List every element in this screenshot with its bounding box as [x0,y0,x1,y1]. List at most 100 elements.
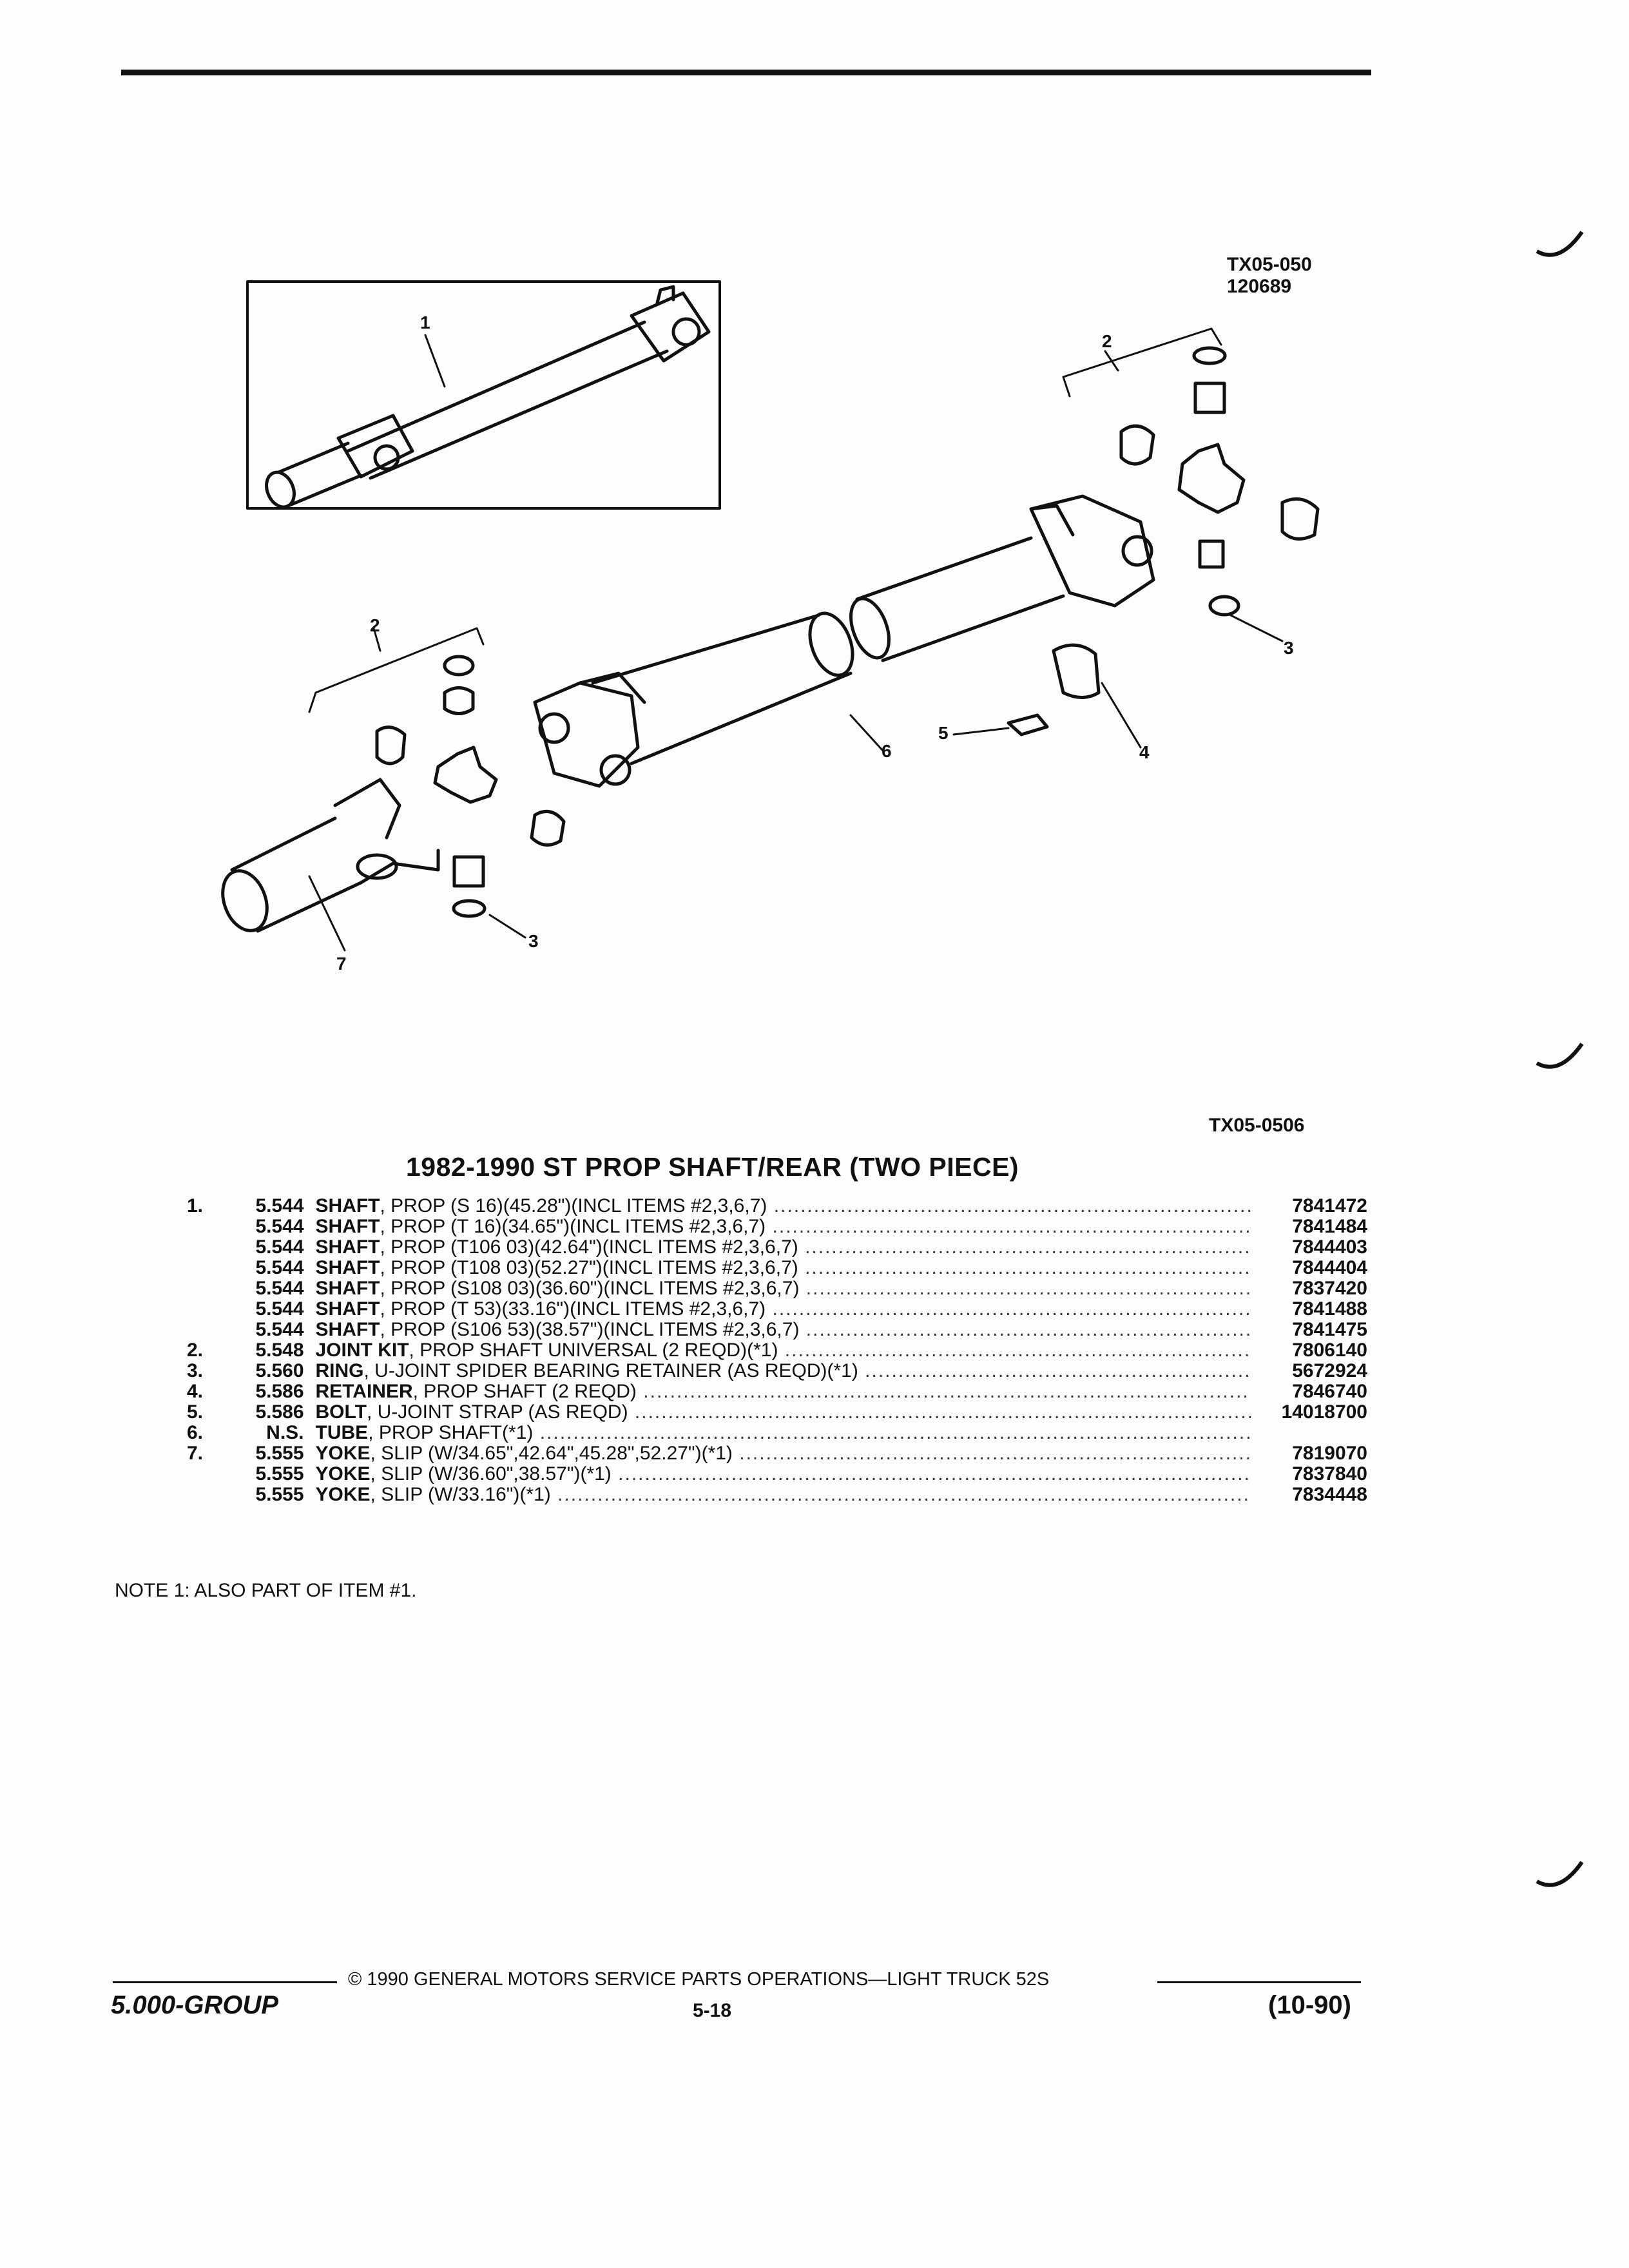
ujoint-bolt [1007,713,1049,736]
callout-7: 7 [336,954,347,974]
part-description: SHAFT, PROP (T 16)(34.65")(INCL ITEMS #2… [316,1216,1251,1237]
part-number: 7841472 [1292,1196,1367,1216]
part-name: SHAFT [315,1320,380,1340]
copyright-line: © 1990 GENERAL MOTORS SERVICE PARTS OPER… [348,1969,1050,1990]
part-detail: , PROP SHAFT UNIVERSAL (2 REQD)(*1) [409,1340,778,1361]
part-name: SHAFT [315,1237,380,1258]
part-detail: , PROP (S 16)(45.28")(INCL ITEMS #2,3,6,… [380,1196,767,1216]
part-name: YOKE [315,1485,371,1505]
part-number: 7834448 [1292,1485,1367,1505]
part-number: 7841488 [1292,1299,1367,1320]
part-detail: , PROP (T 16)(34.65")(INCL ITEMS #2,3,6,… [380,1216,766,1237]
table-row: 6.N.S.TUBE, PROP SHAFT(*1) .............… [187,1423,1367,1443]
part-name: JOINT KIT [315,1340,409,1361]
part-number: 7841475 [1292,1320,1367,1340]
table-row: 4. 5.586 RETAINER, PROP SHAFT (2 REQD) ...… [187,1381,1367,1402]
part-number: 7846740 [1292,1381,1367,1402]
top-rule [121,70,1371,75]
slip-yoke [221,778,440,933]
leader-dots: ........................................… [784,1340,1251,1361]
item-number [187,1485,233,1505]
part-number: 7844403 [1292,1237,1367,1258]
item-number: 2. [187,1340,204,1361]
group-number: 5.555 [255,1443,304,1464]
retainer-strap [1052,643,1101,699]
item-number [187,1464,233,1485]
part-description: YOKE, SLIP (W/36.60",38.57")(*1) .......… [316,1464,1251,1485]
part-name: SHAFT [315,1216,380,1237]
table-row: 5.544 SHAFT, PROP (T 16)(34.65")(INCL ITE… [187,1216,1367,1237]
leader-dots: ........................................… [865,1361,1251,1381]
part-detail: , PROP (S106 53)(38.57")(INCL ITEMS #2,3… [380,1320,800,1340]
part-detail: , PROP (T106 03)(42.64")(INCL ITEMS #2,3… [380,1237,798,1258]
part-detail: , U-JOINT SPIDER BEARING RETAINER (AS RE… [363,1361,858,1381]
item-number: 3. [187,1361,204,1381]
part-number: 7841484 [1292,1216,1367,1237]
part-detail: , SLIP (W/33.16")(*1) [370,1485,551,1505]
group-number: 5.544 [255,1216,304,1237]
part-description: JOINT KIT, PROP SHAFT UNIVERSAL (2 REQD)… [316,1340,1251,1361]
part-description: SHAFT, PROP (S 16)(45.28")(INCL ITEMS #2… [316,1196,1251,1216]
group-number: 5.555 [255,1485,304,1505]
group-number: 5.586 [255,1381,304,1402]
item-number: 7. [187,1443,204,1464]
leader-dots: ........................................… [772,1299,1250,1320]
part-detail: , SLIP (W/34.65",42.64",45.28",52.27")(*… [370,1443,733,1464]
part-detail: , PROP (T 53)(33.16")(INCL ITEMS #2,3,6,… [380,1299,766,1320]
part-number: 7819070 [1292,1443,1367,1464]
part-description: RETAINER, PROP SHAFT (2 REQD) ..........… [316,1381,1251,1402]
group-number: 5.586 [255,1402,304,1423]
group-number: 5.544 [255,1196,304,1216]
part-detail: , PROP (T108 03)(52.27")(INCL ITEMS #2,3… [380,1258,798,1278]
item-number: 5. [187,1402,204,1423]
item-number [187,1299,233,1320]
group-number: 5.555 [255,1464,304,1485]
rear-ujoint-kit [1119,346,1320,617]
prop-shaft-exploded-diagram [221,280,1320,952]
rear-tube-section [849,494,1155,662]
item-number: 4. [187,1381,204,1402]
part-detail: , U-JOINT STRAP (AS REQD) [366,1402,628,1423]
part-number: 7837420 [1292,1278,1367,1299]
callout-2: 2 [370,615,380,635]
part-name: SHAFT [315,1196,380,1216]
group-number: 5.544 [255,1299,304,1320]
part-description: TUBE, PROP SHAFT(*1) ...................… [316,1423,1251,1443]
part-name: BOLT [315,1402,367,1423]
group-number: 5.544 [255,1278,304,1299]
table-row: 2. 5.548 JOINT KIT, PROP SHAFT UNIVERSAL (… [187,1340,1367,1361]
front-ujoint-kit [375,655,566,918]
item-number [187,1237,233,1258]
part-description: SHAFT, PROP (S108 03)(36.60")(INCL ITEMS… [316,1278,1251,1299]
binder-mark-icon [1536,1861,1584,1887]
item-number [187,1216,233,1237]
inset-frame [246,280,721,510]
table-row: 5.555 YOKE, SLIP (W/36.60",38.57")(*1) ..… [187,1464,1367,1485]
part-detail: , SLIP (W/36.60",38.57")(*1) [370,1464,612,1485]
callout-1: 1 [420,312,430,332]
part-name: SHAFT [315,1258,380,1278]
part-name: TUBE [315,1423,369,1443]
note-text: NOTE 1: ALSO PART OF ITEM #1. [115,1580,417,1601]
group-number: 5.544 [255,1320,304,1340]
callout-6: 6 [882,741,892,761]
part-description: SHAFT, PROP (T106 03)(42.64")(INCL ITEMS… [316,1237,1251,1258]
part-number: 7837840 [1292,1464,1367,1485]
part-number [1251,1423,1367,1443]
part-name: YOKE [315,1464,371,1485]
leader-dots: ........................................… [805,1320,1251,1340]
part-name: RING [315,1361,364,1381]
part-description: SHAFT, PROP (S106 53)(38.57")(INCL ITEMS… [316,1320,1251,1340]
item-number [187,1320,233,1340]
figure-ref-date: 120689 [1227,276,1292,297]
page-number: 5-18 [693,2000,732,2021]
footer-rule-left [113,1981,337,1983]
group-number: 5.548 [255,1340,304,1361]
part-description: SHAFT, PROP (T 53)(33.16")(INCL ITEMS #2… [316,1299,1251,1320]
leader-dots: ........................................… [772,1216,1250,1237]
